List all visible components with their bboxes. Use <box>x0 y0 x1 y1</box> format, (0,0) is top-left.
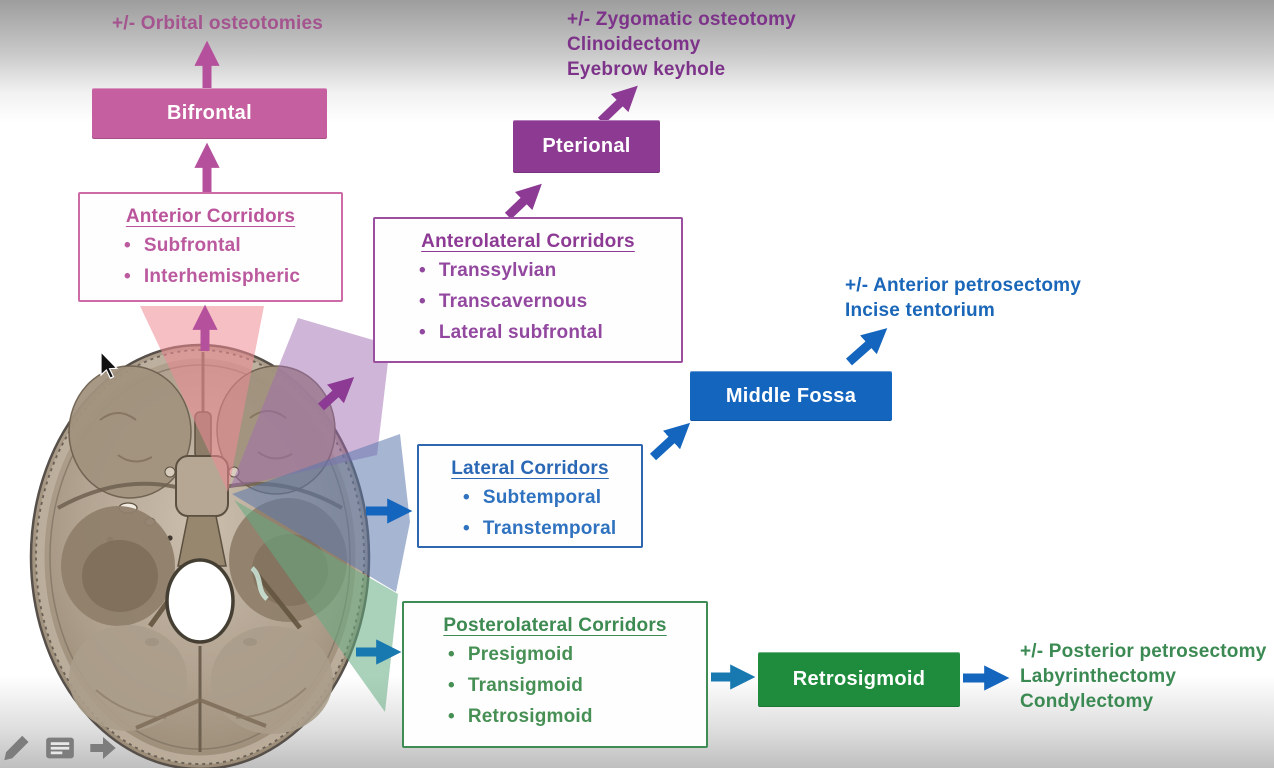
arrow-anterolateral-to-pterional <box>504 183 542 220</box>
flow-arrows <box>192 40 1010 691</box>
arrow-middlefossa-to-note <box>846 328 888 366</box>
corridor-title: Anterior Corridors <box>125 206 296 227</box>
corridor-box-anterior: Anterior Corridors Subfrontal Interhemis… <box>78 192 343 302</box>
note-line: +/- Anterior petrosectomy <box>845 275 1082 296</box>
corridor-title: Anterolateral Corridors <box>421 231 635 252</box>
corridor-list: Presigmoid Transigmoid Retrosigmoid <box>404 644 706 727</box>
note-anterolateral: +/- Zygomatic osteotomy Clinoidectomy Ey… <box>567 7 796 82</box>
note-line: Incise tentorium <box>845 300 995 321</box>
note-posterolateral: +/- Posterior petrosectomy Labyrinthecto… <box>1020 639 1266 714</box>
corridor-item: Transtemporal <box>463 518 641 539</box>
approach-box-retrosigmoid: Retrosigmoid <box>758 652 960 707</box>
corridor-item: Presigmoid <box>448 644 706 665</box>
corridor-item: Transigmoid <box>448 675 706 696</box>
corridor-item: Transsylvian <box>419 260 681 281</box>
note-line: Eyebrow keyhole <box>567 59 726 80</box>
anterior-corridor-overlay <box>140 306 264 492</box>
corridor-box-posterolateral: Posterolateral Corridors Presigmoid Tran… <box>402 601 708 748</box>
corridor-box-lateral: Lateral Corridors Subtemporal Transtempo… <box>417 444 643 548</box>
arrow-lateral-to-middlefossa <box>649 422 691 461</box>
anterolateral-corridor-overlay <box>230 318 390 488</box>
note-line: Condylectomy <box>1020 691 1154 712</box>
corridor-list: Transsylvian Transcavernous Lateral subf… <box>375 260 681 343</box>
lateral-corridor-overlay <box>232 434 410 592</box>
note-line: +/- Posterior petrosectomy <box>1020 641 1267 662</box>
posterolateral-corridor-overlay <box>234 500 398 712</box>
pencil-icon[interactable] <box>2 732 32 764</box>
corridor-list: Subtemporal Transtemporal <box>419 487 641 539</box>
corridor-title: Lateral Corridors <box>451 458 609 479</box>
corridor-list: Subfrontal Interhemispheric <box>80 235 341 287</box>
annotations-icon[interactable] <box>45 732 75 764</box>
next-arrow-icon[interactable] <box>88 732 118 764</box>
corridor-title: Posterolateral Corridors <box>443 615 667 636</box>
note-lateral: +/- Anterior petrosectomy Incise tentori… <box>845 273 1081 323</box>
approach-box-pterional: Pterional <box>513 120 660 173</box>
arrow-pterional-to-note <box>597 85 638 125</box>
approach-box-bifrontal: Bifrontal <box>92 88 327 139</box>
corridor-item: Interhemispheric <box>124 266 341 287</box>
corridor-item: Subtemporal <box>463 487 641 508</box>
note-line: +/- Zygomatic osteotomy <box>567 9 796 30</box>
corridor-overlays <box>140 306 410 712</box>
presenter-toolbar <box>2 732 118 764</box>
corridor-item: Subfrontal <box>124 235 341 256</box>
approach-box-middle-fossa: Middle Fossa <box>690 371 892 421</box>
note-line: Clinoidectomy <box>567 34 701 55</box>
note-anterior: +/- Orbital osteotomies <box>112 11 323 36</box>
corridor-item: Lateral subfrontal <box>419 322 681 343</box>
corridor-item: Transcavernous <box>419 291 681 312</box>
note-line: +/- Orbital osteotomies <box>112 13 324 34</box>
corridor-box-anterolateral: Anterolateral Corridors Transsylvian Tra… <box>373 217 683 363</box>
arrow-skull-to-anterolateral <box>317 377 355 411</box>
corridor-item: Retrosigmoid <box>448 706 706 727</box>
note-line: Labyrinthectomy <box>1020 666 1177 687</box>
